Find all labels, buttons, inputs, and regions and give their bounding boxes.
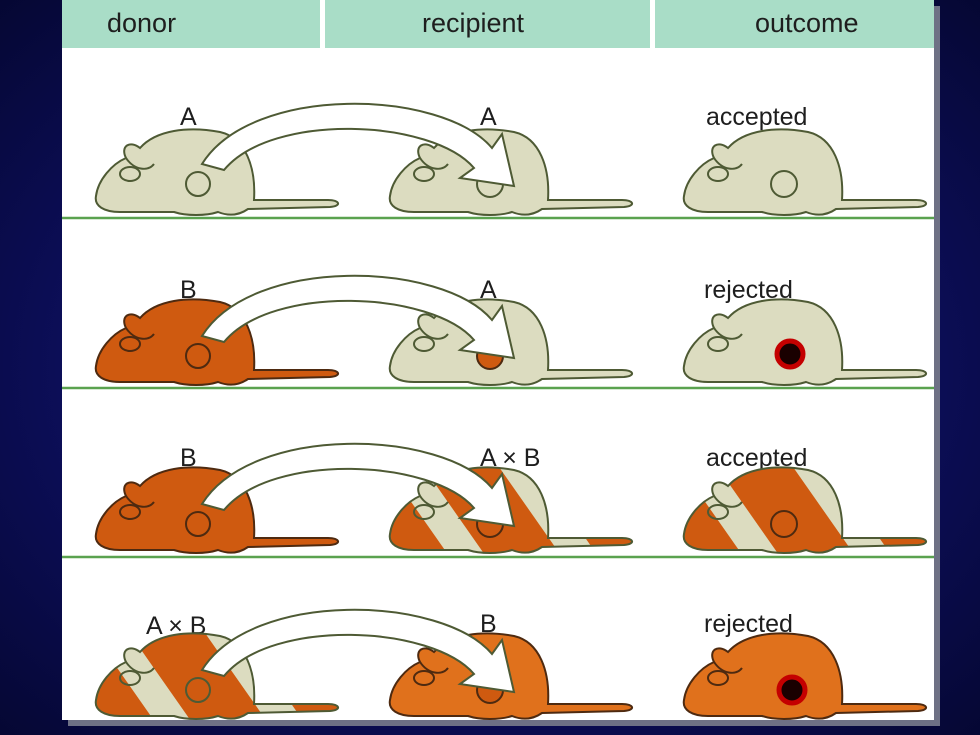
- row-2-donor-mouse: [94, 298, 340, 386]
- row-3-donor-label: B: [180, 444, 197, 472]
- header-recipient: recipient: [422, 8, 525, 38]
- row-1: A A accepted: [94, 102, 928, 216]
- header-cell-outcome: [655, 0, 934, 48]
- header-cell-donor: [62, 0, 320, 48]
- row-1-recipient-label: A: [480, 103, 497, 131]
- row-3-outcome-mouse: [682, 466, 928, 554]
- row-1-outcome-mouse: [682, 128, 928, 216]
- header-band: donor recipient outcome: [62, 0, 934, 48]
- rejected-graft: [774, 338, 806, 370]
- row-4: A × B B rejected: [94, 608, 928, 720]
- row-3-donor-mouse: [94, 466, 340, 554]
- header-outcome: outcome: [755, 8, 859, 38]
- row-1-outcome-label: accepted: [706, 103, 807, 131]
- accepted-graft: [770, 510, 798, 538]
- row-2-outcome-mouse: [682, 298, 928, 386]
- row-2-recipient-label: A: [480, 276, 497, 304]
- header-donor: donor: [107, 8, 176, 38]
- row-4-outcome-mouse: [682, 632, 928, 720]
- row-1-donor-mouse: [94, 128, 340, 216]
- rejected-graft: [776, 674, 808, 706]
- row-1-donor-label: A: [180, 103, 197, 131]
- row-dividers: [62, 216, 934, 559]
- figure-panel: donor recipient outcome A A accepted: [62, 0, 934, 720]
- row-2-donor-label: B: [180, 276, 197, 304]
- header-cell-recipient: [325, 0, 650, 48]
- row-2: B A rejected: [94, 274, 928, 386]
- row-4-recipient-label: B: [480, 610, 497, 638]
- row-3: B A × B accepted: [94, 442, 928, 554]
- row-4-donor-mouse: [94, 632, 340, 720]
- transplant-diagram: donor recipient outcome A A accepted: [62, 0, 934, 720]
